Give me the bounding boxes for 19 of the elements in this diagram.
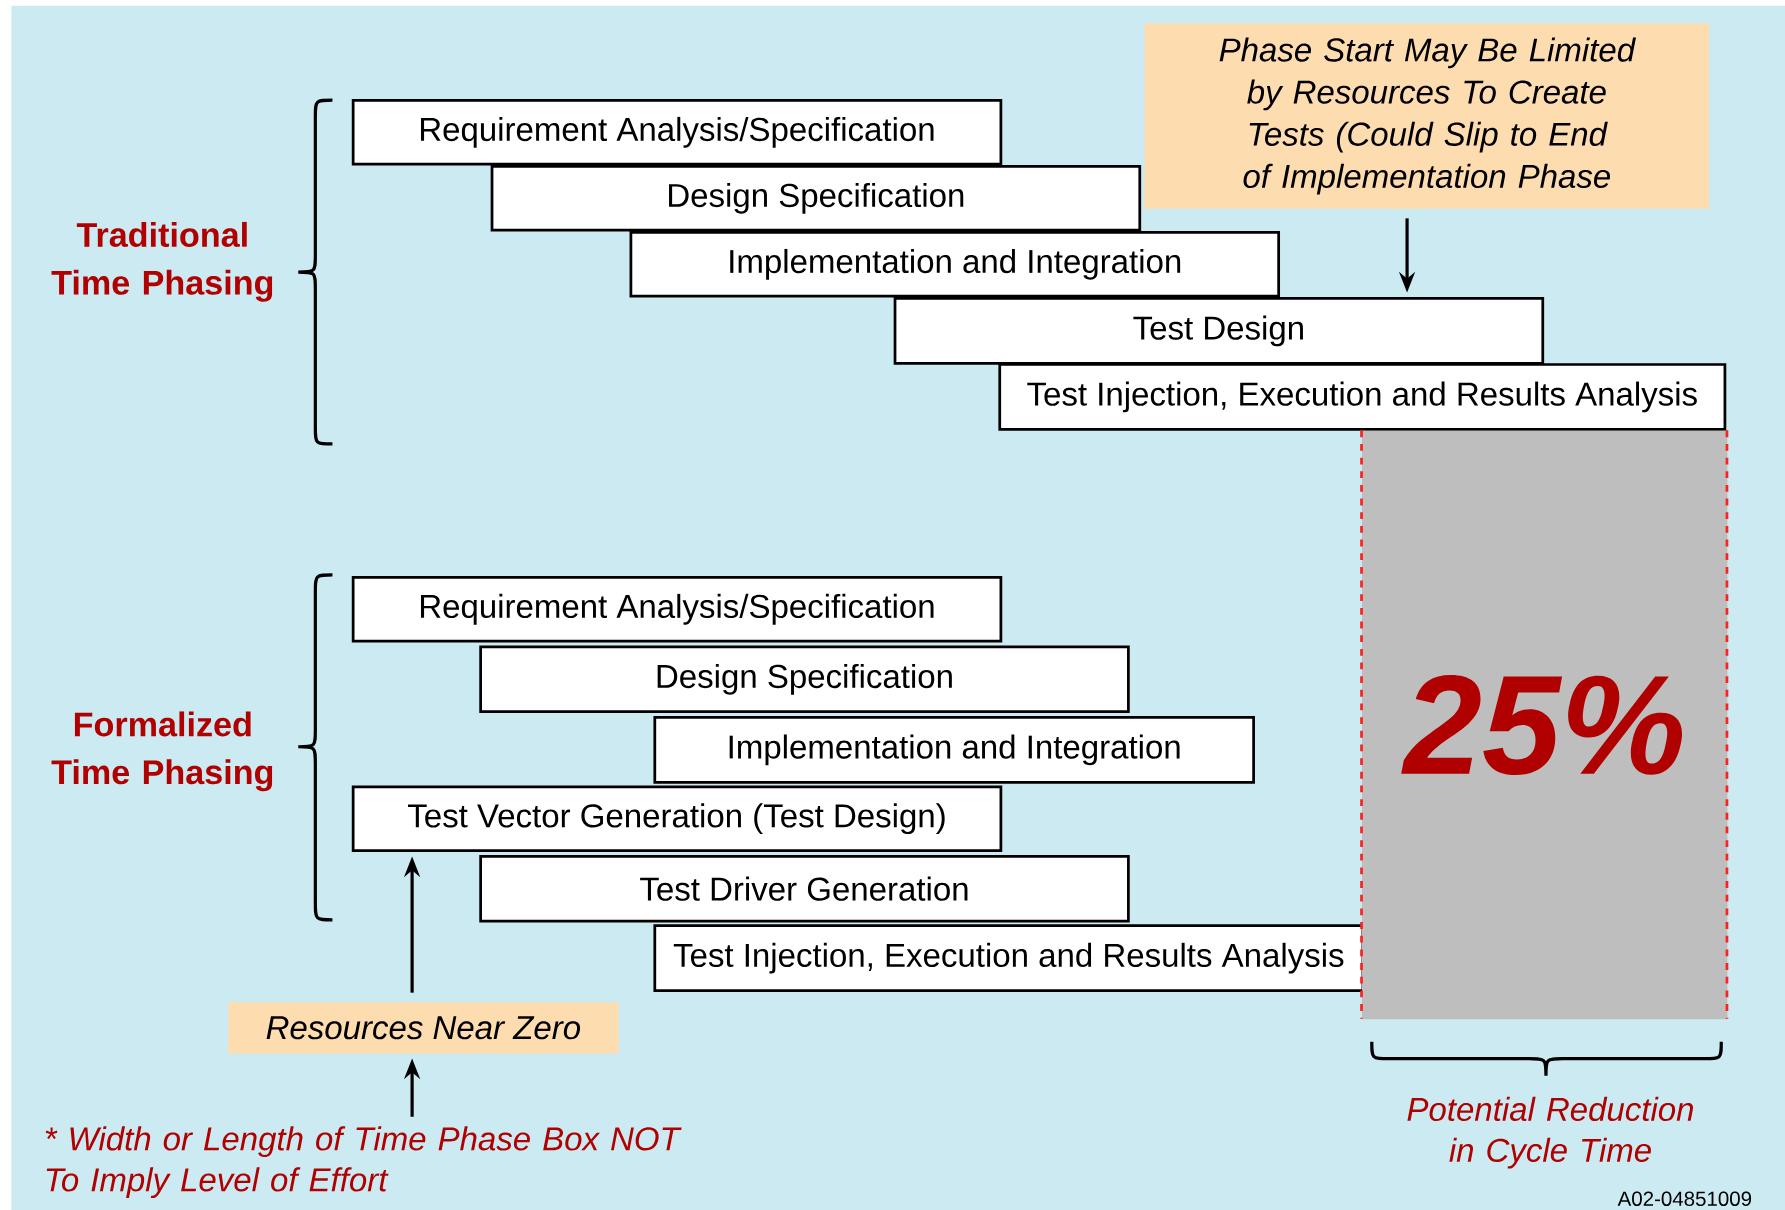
phase-box: Implementation and Integration: [629, 231, 1281, 298]
phase-box: Test Injection, Execution and Results Analysis: [998, 363, 1727, 431]
phase-box: Requirement Analysis/Specification: [351, 99, 1003, 166]
phase-box: Test Injection, Execution and Results Analysis: [653, 924, 1365, 992]
phase-group-label: Traditional Time Phasing: [51, 221, 273, 302]
phase-box: Test Driver Generation: [479, 854, 1130, 923]
phase-box: Implementation and Integration: [653, 716, 1255, 784]
note-box: Resources Near Zero: [228, 1002, 619, 1054]
phase-box: Test Vector Generation (Test Design): [351, 785, 1003, 852]
phase-group-label: Formalized Time Phasing: [51, 711, 273, 792]
phase-box: Test Design: [893, 297, 1545, 365]
callout-box: Phase Start May Be Limited by Resources To Create Tests (Could Slip to End of Implementation Phase: [1144, 23, 1710, 209]
reduction-caption: Potential Reduction in Cycle Time: [1407, 1096, 1693, 1169]
phase-box: Design Specification: [479, 645, 1130, 714]
reduction-region: 25%: [1360, 430, 1729, 1020]
footnote-text: * Width or Length of Time Phase Box NOT To Imply Level of Effort: [45, 1126, 682, 1199]
phase-box: Design Specification: [490, 165, 1142, 232]
phase-box: Requirement Analysis/Specification: [351, 575, 1003, 643]
figure-id: A02-04851009: [1617, 1191, 1752, 1206]
